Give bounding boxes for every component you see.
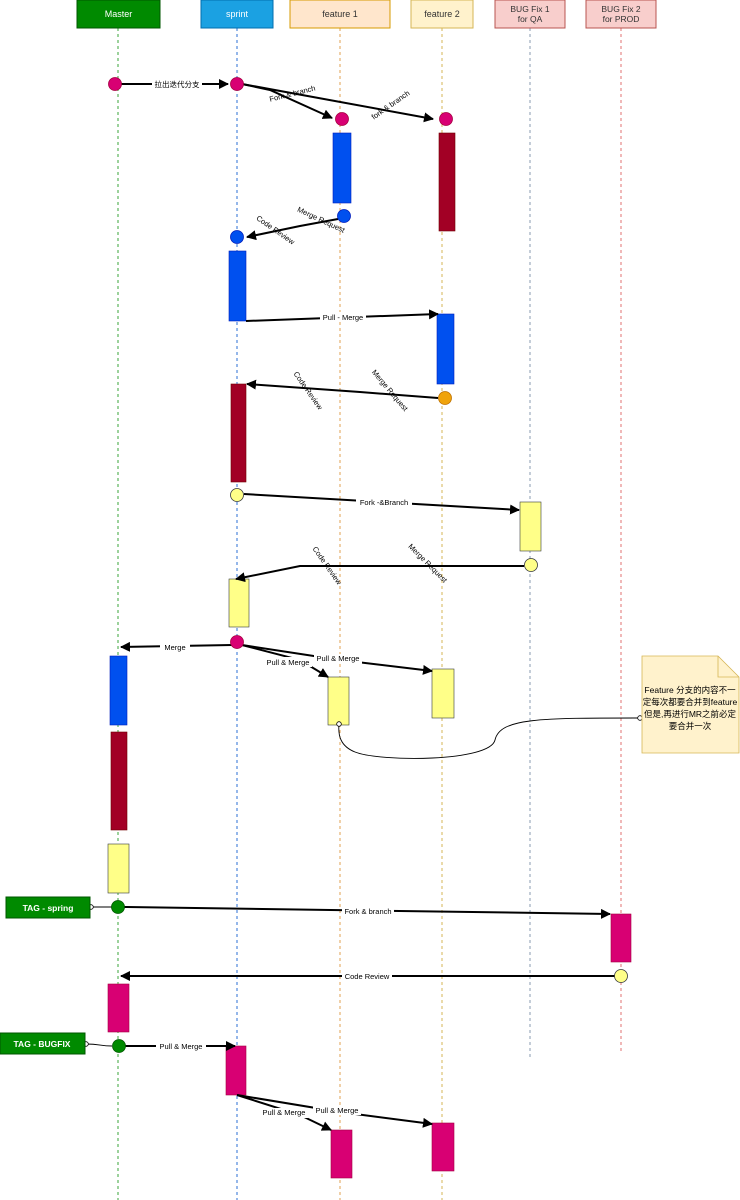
bar-bugfix1-yellow — [519, 501, 542, 552]
commit-dots — [108, 77, 628, 1053]
lane-label-master: Master — [105, 9, 133, 19]
note-shape — [641, 655, 740, 754]
bar-sprint-magenta — [225, 1045, 247, 1096]
tag-bugfix: TAG - BUGFIX — [0, 1032, 86, 1055]
dot-bugfix2-yellow — [614, 969, 628, 983]
lane-header-bugfix1: BUG Fix 1 for QA — [494, 0, 566, 29]
dot-feature1-end — [337, 209, 351, 223]
dot-bugfix1-yellow — [524, 558, 538, 572]
dot-sprint-blue — [230, 230, 244, 244]
activation-bars — [107, 132, 632, 1179]
note-line-4: 要合并一次 — [669, 721, 712, 731]
lane-header-master: Master — [76, 0, 161, 29]
dot-sprint-magenta — [230, 635, 244, 649]
bar-master-yellow — [107, 843, 130, 894]
bar-feature1-yellow — [327, 676, 350, 726]
bar-sprint-darkred — [230, 383, 247, 483]
edge-fork-feature2 — [241, 83, 434, 123]
dot-feature2-start — [439, 112, 453, 126]
label-lachu: 拉出迭代分支 — [155, 79, 200, 89]
label-pull-merge-4: Pull & Merge — [160, 1042, 203, 1051]
lane-label-bugfix2-line2: for PROD — [603, 14, 640, 24]
label-fork-branch-2: fork & branch — [370, 88, 412, 121]
label-code-review-4: Code Review — [345, 972, 390, 981]
edge-fork-feature1 — [241, 83, 333, 119]
tag-spring: TAG - spring — [5, 896, 91, 919]
lane-label-feature1: feature 1 — [322, 9, 358, 19]
connector-note-to-feature1 — [336, 715, 643, 759]
lifelines — [117, 28, 622, 1200]
edge-labels: 拉出迭代分支 Fork & branch fork & branch Merge… — [152, 79, 450, 1118]
edge-bugfix1-merge-request — [235, 565, 524, 583]
note: Feature 分支的内容不一 定每次都要合并到feature 但是,再进行MR… — [641, 655, 740, 754]
connector-tag-bugfix — [83, 1041, 113, 1047]
lane-label-bugfix1-line2: for QA — [518, 14, 543, 24]
lane-header-feature2: feature 2 — [410, 0, 474, 29]
label-merge-request-2: Merge Request — [370, 368, 410, 414]
note-line-1: Feature 分支的内容不一 — [644, 685, 736, 695]
label-fork-branch-3: Fork & branch — [344, 907, 391, 916]
bar-feature1-blue — [332, 132, 352, 204]
label-pull-merge-6: Pull & Merge — [316, 1106, 359, 1115]
label-merge: Merge — [164, 643, 185, 652]
dot-sprint-start — [230, 77, 244, 91]
label-code-review-2: Code Review — [292, 370, 325, 412]
bar-sprint-blue — [228, 250, 247, 322]
lane-header-bugfix2: BUG Fix 2 for PROD — [585, 0, 657, 29]
dot-master-green-2 — [112, 1039, 126, 1053]
bar-feature2-magenta — [431, 1122, 455, 1172]
lane-header-feature1: feature 1 — [289, 0, 391, 29]
note-fold — [717, 656, 739, 678]
bar-master-darkred — [110, 731, 128, 831]
label-pull-merge-3: Pull & Merge — [317, 654, 360, 663]
bar-master-blue — [109, 655, 128, 726]
label-pull-merge-1: Pull - Merge — [323, 313, 363, 322]
dot-sprint-yellow — [230, 488, 244, 502]
lane-label-bugfix2-line1: BUG Fix 2 — [601, 4, 640, 14]
label-fork-amp-branch: Fork -&Branch — [360, 498, 408, 507]
edge-feature1-merge-request — [246, 218, 339, 241]
bar-sprint-yellow — [228, 578, 250, 628]
connectors — [83, 715, 643, 1047]
bar-feature2-yellow — [431, 668, 455, 719]
tag-spring-label: TAG - spring — [23, 903, 74, 913]
note-line-3: 但是,再进行MR之前必定 — [644, 709, 737, 719]
dot-master-start — [108, 77, 122, 91]
dot-master-green-1 — [111, 900, 125, 914]
lane-label-sprint: sprint — [226, 9, 249, 19]
bar-bugfix2-magenta — [610, 913, 632, 963]
tags: TAG - spring TAG - BUGFIX — [0, 896, 91, 1055]
tag-bugfix-label: TAG - BUGFIX — [14, 1039, 71, 1049]
bar-master-magenta — [107, 983, 130, 1033]
label-pull-merge-5: Pull & Merge — [263, 1108, 306, 1117]
lane-headers: Master sprint feature 1 feature 2 BUG Fi… — [76, 0, 657, 29]
note-line-2: 定每次都要合并到feature — [643, 697, 738, 707]
dot-feature1-start — [335, 112, 349, 126]
dot-feature2-orange — [438, 391, 452, 405]
lane-label-feature2: feature 2 — [424, 9, 460, 19]
edge-feature2-merge-request — [246, 379, 439, 399]
label-merge-request-3: Merge Request — [406, 542, 449, 585]
lane-label-bugfix1-line1: BUG Fix 1 — [510, 4, 549, 14]
bar-feature2-blue — [436, 313, 455, 385]
bar-feature2-darkred — [438, 132, 456, 232]
label-pull-merge-2: Pull & Merge — [267, 658, 310, 667]
label-code-review-1: Code Review — [255, 213, 297, 246]
lane-header-sprint: sprint — [200, 0, 274, 29]
bar-feature1-magenta — [330, 1129, 353, 1179]
